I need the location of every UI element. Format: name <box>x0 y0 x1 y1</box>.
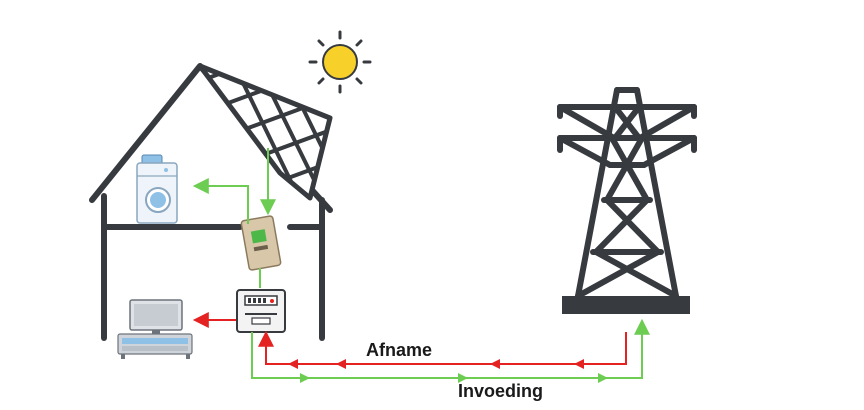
energy-meter-icon <box>236 289 286 333</box>
inverter-icon <box>240 215 282 271</box>
consumption-arrowheads <box>288 359 584 369</box>
solar-feed-flows <box>192 148 650 379</box>
sun-icon <box>308 30 372 94</box>
pylon-base <box>562 296 690 314</box>
grid-consumption-flows <box>192 312 627 365</box>
tv-icon <box>117 299 193 359</box>
washing-machine-icon <box>136 154 178 224</box>
feed-in-arrowheads <box>300 373 608 383</box>
power-pylon-icon <box>557 87 697 299</box>
feed-in-label: Invoeding <box>458 381 543 401</box>
consumption-label: Afname <box>366 340 432 360</box>
